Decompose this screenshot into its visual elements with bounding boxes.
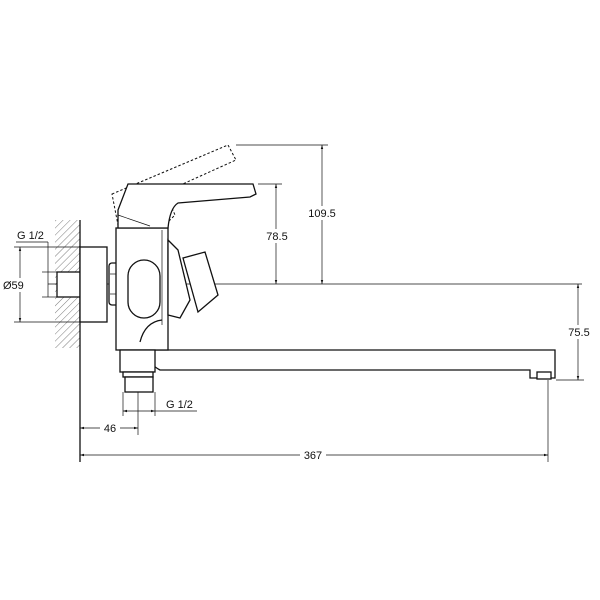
dimension-78-5: 78.5 <box>258 183 290 284</box>
dimension-outlet-thread: G 1/2 <box>122 392 197 416</box>
dimension-label: 367 <box>304 450 322 462</box>
lever-handle <box>117 183 257 229</box>
dimension-label: Ø59 <box>3 280 24 292</box>
dimension-label: 46 <box>104 423 116 435</box>
mixer-body <box>115 227 219 393</box>
dimension-escutcheon-diameter: Ø59 <box>2 246 80 323</box>
dimension-label: G 1/2 <box>166 399 193 411</box>
dimension-75-5: 75.5 <box>556 284 593 381</box>
dimension-label: 78.5 <box>266 231 287 243</box>
spout <box>148 349 556 380</box>
dimension-inlet-thread: G 1/2 <box>16 230 57 298</box>
dimension-46: 46 <box>80 392 139 435</box>
dimension-367: 367 <box>80 380 549 462</box>
wall <box>55 220 81 462</box>
dimension-109-5: 109.5 <box>236 144 336 284</box>
dimension-label: G 1/2 <box>17 230 44 242</box>
dimension-label: 75.5 <box>568 327 589 339</box>
dimension-label: 109.5 <box>308 208 336 220</box>
